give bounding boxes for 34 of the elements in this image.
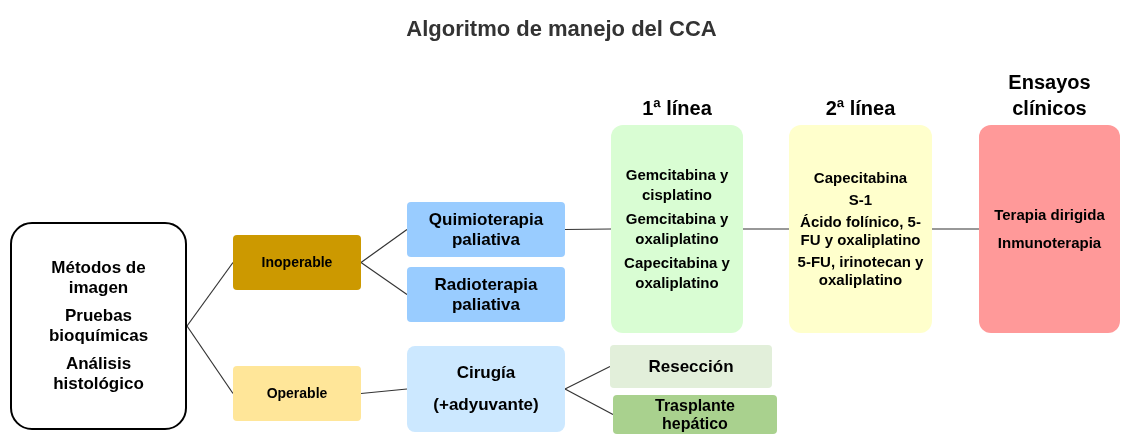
node-text: Ácido folínico, 5-FU y oxaliplatino: [799, 213, 922, 249]
node-text: Capecitabina: [812, 169, 909, 187]
node-text: Quimioterapia paliativa: [427, 209, 545, 250]
column-heading: 1ª línea: [641, 96, 713, 121]
node-text: Análisis histológico: [52, 354, 145, 394]
node-text: Resección: [647, 355, 735, 378]
node-text: Operable: [265, 384, 329, 403]
connector-line: [564, 388, 614, 416]
connector-line: [186, 261, 234, 327]
node-text: Gemcitabina y oxaliplatino: [624, 209, 730, 249]
connector-line: [360, 228, 408, 264]
node-text: Pruebas bioquímicas: [47, 306, 150, 346]
node-text: Terapia dirigida: [993, 205, 1106, 225]
column-heading: 2ª línea: [824, 96, 897, 121]
diagram-title: Algoritmo de manejo del CCA: [406, 15, 717, 43]
node-text: Inoperable: [260, 253, 334, 272]
node-text: S-1: [847, 191, 874, 209]
connector-line: [360, 261, 408, 296]
connector-line: [742, 228, 790, 230]
connector-line: [564, 228, 612, 231]
node-text: Trasplante hepático: [654, 396, 736, 433]
node-text: 5-FU, irinotecan y oxaliplatino: [796, 253, 925, 289]
connector-line: [360, 388, 408, 395]
node-text: Métodos de imagen: [50, 258, 147, 298]
node-text: (+adyuvante): [432, 395, 540, 415]
node-text: Radioterapia paliativa: [433, 274, 539, 315]
node-text: Cirugía: [455, 363, 517, 383]
connector-line: [931, 228, 980, 230]
column-heading: Ensayos clínicos: [1007, 70, 1092, 121]
node-text: Capecitabina y oxaliplatino: [623, 253, 731, 293]
connector-line: [564, 365, 611, 390]
node-text: Inmunoterapia: [996, 233, 1103, 253]
connector-line: [186, 325, 234, 395]
node-text: Gemcitabina y cisplatino: [624, 165, 730, 205]
